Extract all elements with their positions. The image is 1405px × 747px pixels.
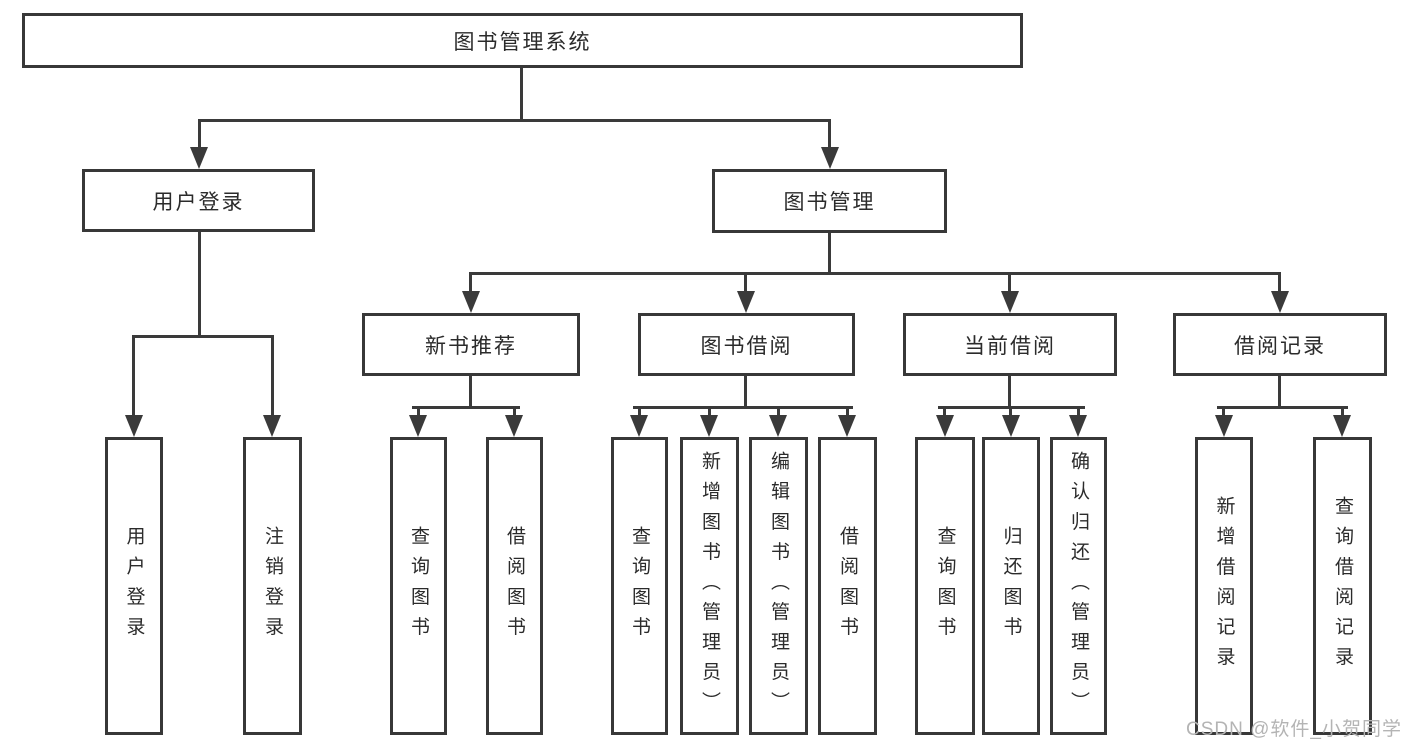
arrowhead-down-icon [737, 291, 755, 313]
connector-vline [1222, 406, 1225, 416]
leaf-query-books-recommend: 查询图书 [390, 437, 447, 735]
connector-vline [1278, 272, 1281, 293]
node-user-login: 用户登录 [82, 169, 315, 232]
connector-hline [412, 406, 520, 409]
arrowhead-down-icon [1333, 415, 1351, 437]
connector-hline [198, 119, 831, 122]
connector-vline [513, 406, 516, 416]
connector-vline [744, 272, 747, 293]
leaf-borrow-books-recommend: 借阅图书 [486, 437, 543, 735]
connector-vline [469, 376, 472, 408]
node-borrowing-records: 借阅记录 [1173, 313, 1387, 376]
leaf-add-borrow-record: 新增借阅记录 [1195, 437, 1253, 735]
connector-vline [198, 119, 201, 149]
connector-vline [943, 406, 946, 416]
leaf-confirm-return-admin: 确认归还（管理员） [1050, 437, 1107, 735]
connector-vline [638, 406, 641, 416]
csdn-watermark: CSDN @软件_小贺同学 [1186, 719, 1402, 740]
connector-vline [1341, 406, 1344, 416]
connector-vline [520, 68, 523, 119]
arrowhead-down-icon [1069, 415, 1087, 437]
leaf-query-borrow-record: 查询借阅记录 [1313, 437, 1372, 735]
arrowhead-down-icon [1001, 291, 1019, 313]
connector-vline [132, 335, 135, 417]
leaf-borrow-books-borrowing: 借阅图书 [818, 437, 877, 735]
connector-vline [846, 406, 849, 416]
connector-vline [828, 233, 831, 272]
connector-vline [1008, 376, 1011, 408]
node-current-borrowing: 当前借阅 [903, 313, 1117, 376]
connector-vline [198, 232, 201, 335]
connector-vline [469, 272, 472, 293]
node-new-book-recommendation: 新书推荐 [362, 313, 580, 376]
connector-vline [1009, 406, 1012, 416]
connector-vline [744, 376, 747, 408]
leaf-add-books-admin: 新增图书（管理员） [680, 437, 739, 735]
arrowhead-down-icon [821, 147, 839, 169]
leaf-user-login: 用户登录 [105, 437, 163, 735]
arrowhead-down-icon [505, 415, 523, 437]
arrowhead-down-icon [263, 415, 281, 437]
connector-vline [271, 335, 274, 417]
arrowhead-down-icon [1002, 415, 1020, 437]
arrowhead-down-icon [409, 415, 427, 437]
arrowhead-down-icon [125, 415, 143, 437]
connector-vline [777, 406, 780, 416]
connector-vline [1278, 376, 1281, 408]
connector-vline [1008, 272, 1011, 293]
leaf-query-books-borrowing: 查询图书 [611, 437, 668, 735]
connector-vline [1077, 406, 1080, 416]
connector-hline [633, 406, 853, 409]
arrowhead-down-icon [630, 415, 648, 437]
node-book-management: 图书管理 [712, 169, 947, 233]
arrowhead-down-icon [190, 147, 208, 169]
arrowhead-down-icon [462, 291, 480, 313]
node-library-management-system: 图书管理系统 [22, 13, 1023, 68]
leaf-edit-books-admin: 编辑图书（管理员） [749, 437, 808, 735]
leaf-logout: 注销登录 [243, 437, 302, 735]
connector-vline [828, 119, 831, 149]
connector-vline [708, 406, 711, 416]
arrowhead-down-icon [769, 415, 787, 437]
arrowhead-down-icon [838, 415, 856, 437]
connector-hline [132, 335, 274, 338]
connector-hline [469, 272, 1281, 275]
arrowhead-down-icon [1271, 291, 1289, 313]
arrowhead-down-icon [1215, 415, 1233, 437]
leaf-query-books-current: 查询图书 [915, 437, 975, 735]
connector-vline [417, 406, 420, 416]
node-book-borrowing: 图书借阅 [638, 313, 855, 376]
arrowhead-down-icon [700, 415, 718, 437]
leaf-return-books: 归还图书 [982, 437, 1040, 735]
arrowhead-down-icon [936, 415, 954, 437]
connector-hline [1217, 406, 1348, 409]
